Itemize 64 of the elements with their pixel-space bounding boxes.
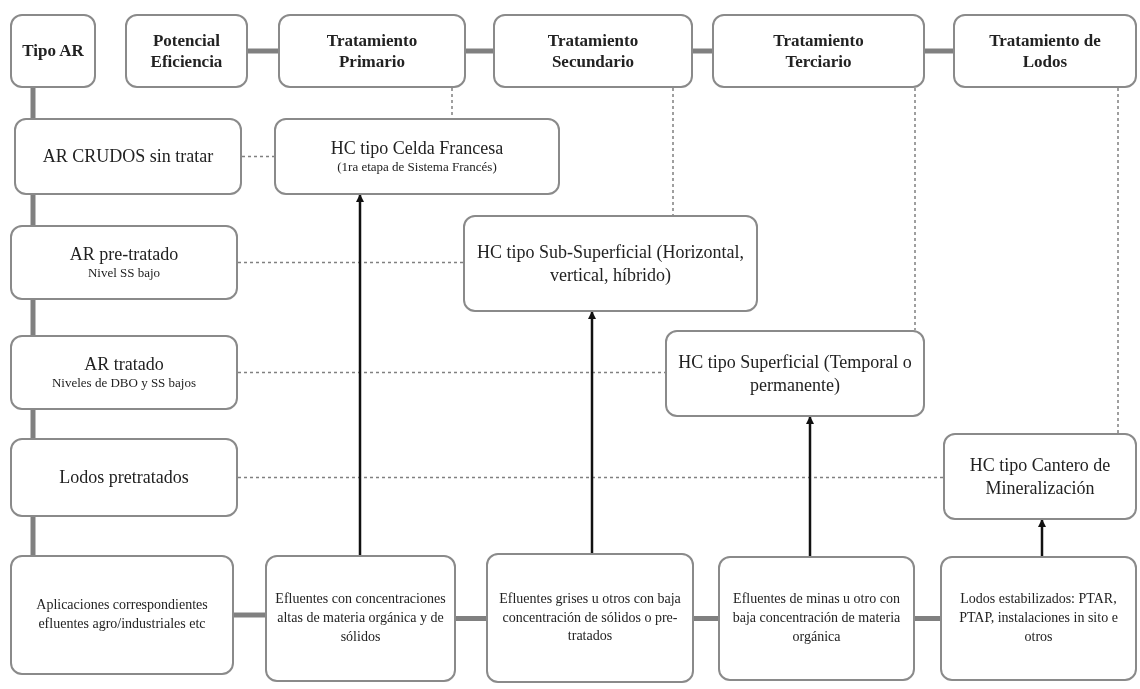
connector-line — [30, 410, 36, 438]
connector-line — [925, 48, 953, 54]
connector-line — [30, 300, 36, 335]
box-label: Efluentes grises u otros con baja concentración de sólidos o pre-tratados — [498, 589, 682, 646]
box-label: AR pre-tratado — [69, 242, 179, 266]
connector-line — [694, 616, 718, 621]
box-label: HC tipo Cantero de Mineralización — [968, 454, 1112, 499]
process-box — [10, 225, 238, 300]
box-label: Potencial Eficiencia — [149, 29, 224, 73]
connector-line — [30, 195, 36, 225]
box-label: Tratamiento Terciario — [772, 29, 865, 73]
arrow — [1038, 519, 1046, 556]
arrow — [806, 416, 814, 556]
dashed-connector — [914, 87, 916, 331]
connector-line — [915, 616, 940, 621]
connector-line — [234, 612, 265, 618]
box-label: Lodos pretratados — [59, 466, 189, 489]
dashed-connector — [1117, 87, 1119, 434]
connector-line — [248, 48, 278, 54]
box-label: Lodos estabilizados: PTAR, PTAP, instalaciones in sito e otros — [958, 590, 1119, 646]
header-box — [278, 14, 466, 88]
process-box — [14, 118, 242, 195]
process-box — [486, 553, 694, 683]
process-box — [943, 433, 1137, 520]
arrow — [588, 311, 596, 553]
process-box — [463, 215, 758, 312]
box-label: Tratamiento de Lodos — [988, 29, 1102, 73]
connector-line — [693, 48, 712, 54]
dashed-connector — [237, 476, 944, 479]
process-box — [665, 330, 925, 417]
header-box — [10, 14, 96, 88]
box-label: HC tipo Superficial (Temporal o permanente) — [677, 351, 913, 396]
arrow — [356, 194, 364, 555]
process-box — [265, 555, 456, 682]
process-box — [940, 556, 1137, 681]
box-label: HC tipo Celda Francesa — [330, 136, 504, 160]
dashed-connector — [672, 87, 674, 216]
box-label: Efluentes de minas u otro con baja concentración de materia orgánica — [731, 590, 902, 646]
connector-line — [30, 88, 36, 118]
box-subtitle: Niveles de DBO y SS bajos — [51, 375, 197, 393]
process-box — [718, 556, 915, 681]
header-box — [712, 14, 925, 88]
dashed-connector — [237, 261, 464, 264]
process-box — [10, 555, 234, 675]
box-subtitle: Nivel SS bajo — [87, 265, 161, 283]
box-label: Tratamiento Primario — [325, 29, 419, 73]
header-box — [953, 14, 1137, 88]
process-box — [10, 438, 238, 517]
box-label: HC tipo Sub-Superficial (Horizontal, vertical, híbrido) — [476, 241, 745, 286]
box-subtitle: (1ra etapa de Sistema Francés) — [337, 159, 497, 177]
connector-line — [30, 517, 36, 555]
box-label: AR tratado — [84, 352, 164, 376]
box-label: Tipo AR — [22, 40, 84, 62]
box-label: AR CRUDOS sin tratar — [42, 145, 214, 168]
box-label: Tratamiento Secundario — [546, 29, 640, 73]
box-label: Efluentes con concentraciones altas de materia orgánica y de sólidos — [275, 590, 446, 646]
connector-line — [466, 48, 493, 54]
process-box — [10, 335, 238, 410]
connector-line — [456, 616, 486, 621]
dashed-connector — [241, 155, 275, 158]
header-box — [125, 14, 248, 88]
header-box — [493, 14, 693, 88]
process-box — [274, 118, 560, 195]
box-label: Aplicaciones correspondientes efluentes agro/industriales etc — [35, 596, 209, 633]
